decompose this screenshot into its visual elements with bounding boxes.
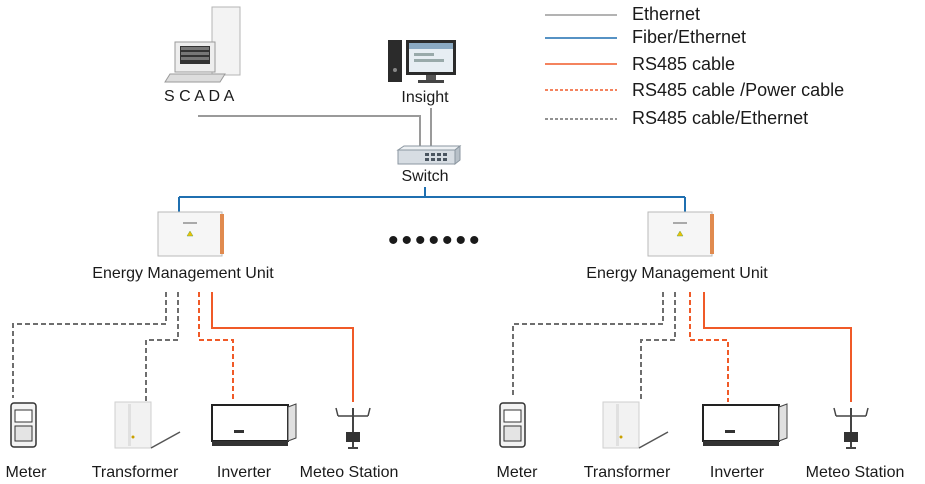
inverter-icon-left	[211, 403, 297, 446]
inverter-line-right	[689, 292, 729, 402]
more-units-ellipsis: •••••••	[388, 224, 483, 257]
device-label-meter-right: Meter	[496, 464, 538, 481]
legend-label-fiber: Fiber/Ethernet	[632, 27, 747, 47]
emu-label-left: Energy Management Unit	[92, 265, 274, 282]
scada-label: S C A D A	[164, 88, 235, 105]
transformer-line-left	[145, 292, 179, 402]
device-label-inverter-left: Inverter	[216, 464, 272, 481]
meteo-station-icon-right	[833, 407, 869, 449]
legend-label-rs485-power: RS485 cable /Power cable	[632, 80, 845, 100]
scada-ethernet-line	[198, 115, 421, 148]
insight-computer-icon	[388, 40, 456, 83]
meteo-station-icon-left	[335, 407, 371, 449]
legend-label-rs485: RS485 cable	[632, 54, 736, 74]
scada-icon	[164, 6, 241, 83]
meteo-line-left	[211, 292, 354, 402]
device-label-meter-left: Meter	[5, 464, 47, 481]
inverter-icon-right	[702, 403, 788, 446]
emu-icon-left	[157, 211, 224, 257]
transformer-line-right	[640, 292, 676, 402]
device-label-transformer-left: Transformer	[91, 464, 179, 481]
switch-icon	[396, 144, 462, 166]
device-label-transformer-right: Transformer	[583, 464, 671, 481]
meteo-line-right	[703, 292, 852, 402]
transformer-icon-right	[602, 401, 669, 449]
device-label-inverter-right: Inverter	[709, 464, 765, 481]
emu-icon-right	[647, 211, 714, 257]
device-label-meteo-right: Meteo Station	[805, 464, 905, 481]
emu-label-right: Energy Management Unit	[586, 265, 768, 282]
transformer-icon-left	[114, 401, 181, 449]
meter-icon-right	[499, 402, 526, 448]
switch-label: Switch	[401, 168, 449, 185]
meter-line-left	[12, 292, 167, 398]
meter-icon-left	[10, 402, 37, 448]
device-label-meteo-left: Meteo Station	[299, 464, 399, 481]
meter-line-right	[512, 292, 664, 398]
legend-label-ethernet: Ethernet	[632, 4, 701, 24]
legend-label-rs485-ethernet: RS485 cable/Ethernet	[632, 108, 809, 128]
inverter-line-left	[198, 292, 234, 402]
insight-label: Insight	[401, 89, 449, 106]
